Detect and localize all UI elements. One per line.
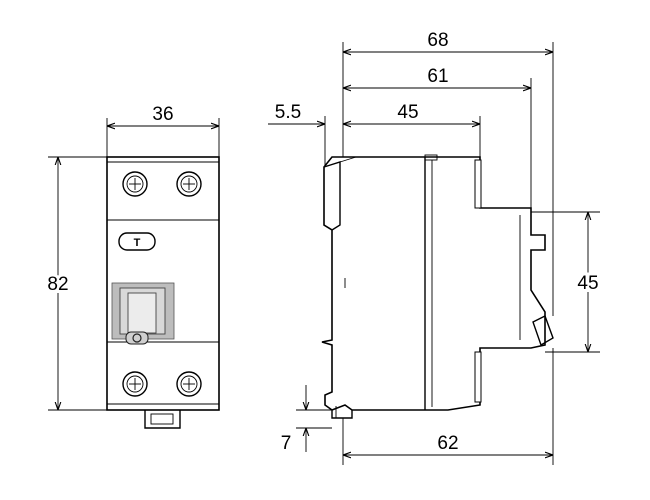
side-view: 68 61 45 5.5 45 bbox=[268, 30, 602, 465]
toggle-lever bbox=[111, 282, 175, 345]
dim-front-height-label: 82 bbox=[47, 274, 68, 295]
dim-side-rail-height-label: 45 bbox=[577, 273, 598, 294]
dim-side-offset: 5.5 bbox=[268, 102, 355, 167]
dim-side-overall-depth-label: 68 bbox=[427, 30, 448, 51]
terminal-screw-top-left bbox=[122, 171, 148, 197]
dim-front-height: 82 bbox=[44, 156, 107, 411]
test-button-label: T bbox=[134, 237, 141, 249]
dim-side-base-depth-label: 62 bbox=[437, 433, 458, 454]
front-view: T bbox=[44, 104, 220, 429]
test-button: T bbox=[118, 232, 156, 251]
dim-side-front-depth-label: 45 bbox=[397, 102, 418, 123]
dim-side-offset-label: 5.5 bbox=[275, 102, 301, 123]
terminal-screw-top-right bbox=[176, 171, 202, 197]
din-clip bbox=[144, 410, 181, 429]
dim-side-depth: 61 bbox=[343, 66, 532, 208]
side-body bbox=[321, 156, 546, 411]
terminal-screw-bottom-right bbox=[176, 371, 202, 397]
dim-side-overall-depth: 68 bbox=[342, 30, 554, 316]
dim-side-clip: 7 bbox=[281, 385, 332, 454]
dim-side-depth-label: 61 bbox=[427, 66, 448, 87]
dim-front-width-label: 36 bbox=[152, 104, 173, 125]
dim-side-base-depth: 62 bbox=[342, 348, 554, 465]
terminal-screw-bottom-left bbox=[122, 371, 148, 397]
dim-side-rail-height: 45 bbox=[531, 211, 602, 353]
dim-side-front-depth: 45 bbox=[343, 102, 481, 157]
dim-front-width: 36 bbox=[106, 104, 220, 157]
dim-side-clip-label: 7 bbox=[281, 433, 292, 454]
